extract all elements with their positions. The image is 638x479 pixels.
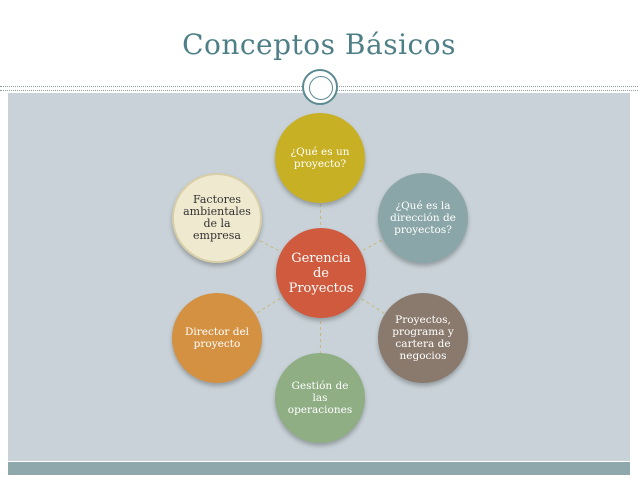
node-que-es-un-proyecto: ¿Qué es un proyecto? (275, 113, 365, 203)
slide-title: Conceptos Básicos (182, 28, 456, 61)
node-factores-ambientales: Factores ambientales de la empresa (172, 173, 262, 263)
circle-ornament-icon (302, 69, 338, 105)
footer-bar (8, 462, 630, 475)
node-gestion-de-operaciones: Gestión de las operaciones (275, 353, 365, 443)
center-node-gerencia-de-proyectos: Gerencia de Proyectos (276, 228, 366, 318)
node-direccion-de-proyectos: ¿Qué es la dirección de proyectos? (378, 173, 468, 263)
node-proyectos-programa-cartera: Proyectos, programa y cartera de negocio… (378, 293, 468, 383)
node-director-del-proyecto: Director del proyecto (172, 293, 262, 383)
